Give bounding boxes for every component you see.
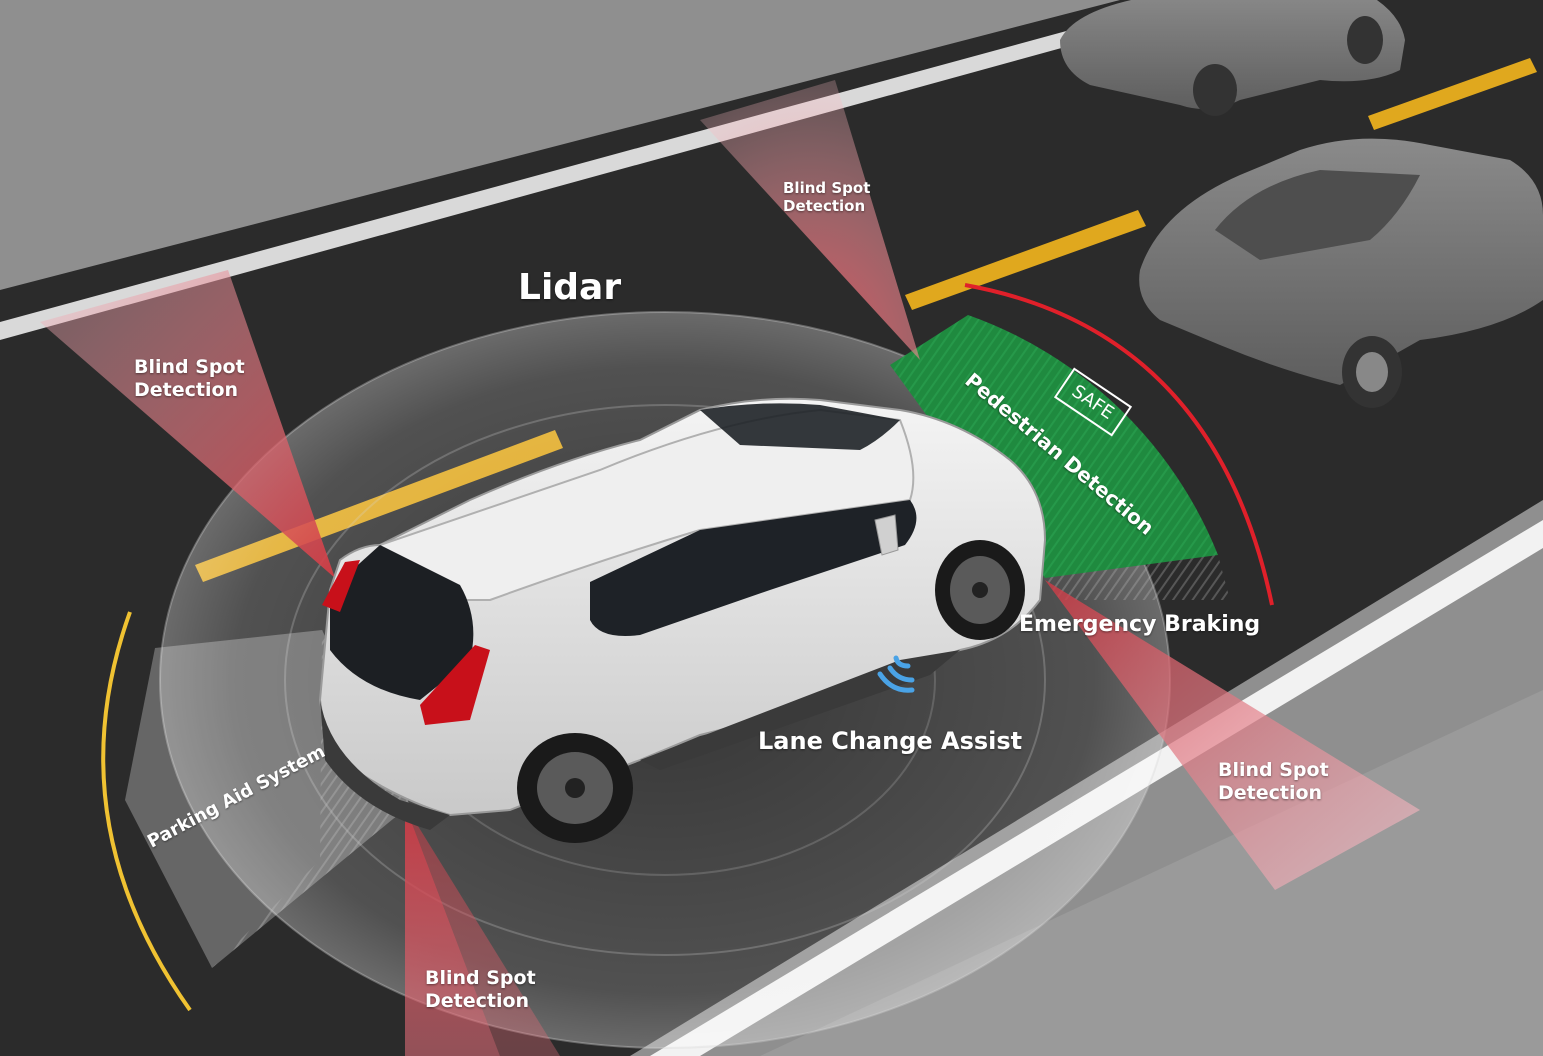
parked-car-near — [1139, 138, 1543, 408]
parked-car-far — [1060, 0, 1405, 116]
lidar-range-mid — [284, 404, 1046, 956]
lane-dash — [1368, 58, 1537, 130]
blind-spot-label-front-left: Blind Spot Detection — [783, 179, 871, 215]
parking-aid-arc — [101, 611, 192, 1012]
emergency-braking-label: Emergency Braking — [1019, 612, 1261, 637]
blind-spot-beam-rear-right-edge — [405, 805, 560, 1056]
blind-spot-beam-front-right — [1045, 580, 1420, 890]
wifi-signal-icon — [877, 655, 915, 693]
lane-change-assist-label: Lane Change Assist — [758, 727, 1023, 755]
blind-spot-label-front-right: Blind Spot Detection — [1218, 759, 1329, 804]
emergency-braking-arc — [964, 283, 1274, 606]
blind-spot-label-rear-left: Blind Spot Detection — [134, 356, 245, 401]
blind-spot-beam-rear-left — [40, 270, 335, 578]
lidar-title: Lidar — [518, 267, 622, 308]
main-car — [318, 397, 1047, 843]
pedestrian-detection-zone — [890, 315, 1218, 578]
pedestrian-zone-hatch — [1045, 555, 1230, 600]
blind-spot-label-rear-right: Blind Spot Detection — [425, 967, 536, 1012]
blind-spot-beam-front-left — [700, 80, 920, 360]
